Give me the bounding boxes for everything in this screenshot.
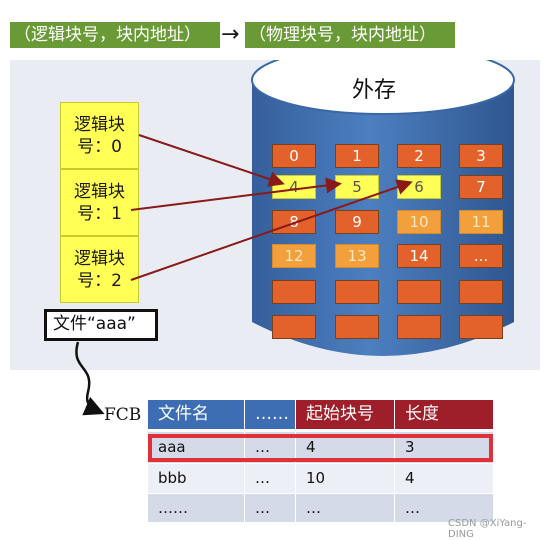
storage-block-empty <box>335 315 379 339</box>
fcb-row0-start-block: 4 <box>306 438 316 456</box>
storage-block-empty <box>272 315 316 339</box>
fcb-row1-filename: bbb <box>158 469 187 487</box>
storage-block-empty <box>459 280 503 304</box>
storage-block-empty <box>335 280 379 304</box>
storage-block-3: 3 <box>459 144 503 168</box>
storage-title: 外存 <box>352 78 397 103</box>
logical-block-line2: 号：1 <box>77 204 122 224</box>
arrow-block1-to-5 <box>130 177 342 211</box>
fcb-header-length: 长度 <box>395 400 493 429</box>
header-physical-text: （物理块号，块内地址） <box>249 25 436 45</box>
fcb-row1-length: 4 <box>405 469 415 487</box>
fcb-column-divider <box>244 432 245 522</box>
header-logical-text: （逻辑块号，块内地址） <box>14 25 201 45</box>
storage-block-empty <box>397 315 441 339</box>
fcb-column-divider <box>295 432 296 522</box>
logical-block-line1: 逻辑块 <box>74 115 125 135</box>
watermark: CSDN @XiYang-DING <box>448 518 527 540</box>
fcb-label: FCB <box>104 405 142 425</box>
storage-block-12: 12 <box>272 244 316 268</box>
fcb-row2-filename: …… <box>158 499 188 517</box>
storage-block-0: 0 <box>272 144 316 168</box>
fcb-header-ellipsis: …… <box>245 400 295 429</box>
header-physical-address: （物理块号，块内地址） <box>245 22 455 48</box>
fcb-row1-ellipsis: … <box>255 469 270 487</box>
storage-block-1: 1 <box>335 144 379 168</box>
fcb-header-filename: 文件名 <box>148 400 244 429</box>
logical-block-line2: 号：2 <box>77 271 122 291</box>
storage-block-7: 7 <box>459 175 503 199</box>
storage-block-10: 10 <box>397 210 441 234</box>
storage-block-11: 11 <box>459 210 503 234</box>
storage-block-2: 2 <box>397 144 441 168</box>
fcb-row0-ellipsis: … <box>255 438 270 456</box>
fcb-row2-start-block: … <box>306 499 321 517</box>
logical-block-2: 逻辑块 号：2 <box>60 236 139 303</box>
fcb-row1-start-block: 10 <box>306 469 326 487</box>
logical-block-0: 逻辑块 号：0 <box>60 102 139 169</box>
fcb-column-divider <box>394 432 395 522</box>
storage-block-9: 9 <box>335 210 379 234</box>
storage-block-...: ... <box>459 244 503 268</box>
fcb-row-bg <box>148 494 493 522</box>
logical-block-line1: 逻辑块 <box>74 249 125 269</box>
fcb-row0-length: 3 <box>405 438 415 456</box>
fcb-header-start-block: 起始块号 <box>296 400 394 429</box>
arrow-block0-to-4 <box>138 134 285 187</box>
fcb-row2-length: … <box>405 499 420 517</box>
fcb-row2-ellipsis: … <box>255 499 270 517</box>
storage-cylinder <box>251 60 515 356</box>
header-logical-address: （逻辑块号，块内地址） <box>10 22 220 48</box>
fcb-row0-filename: aaa <box>158 438 186 456</box>
file-label: 文件“aaa” <box>44 309 158 341</box>
storage-block-empty <box>397 280 441 304</box>
header-arrow-icon: → <box>221 22 240 47</box>
logical-block-1: 逻辑块 号：1 <box>60 169 139 236</box>
logical-block-line1: 逻辑块 <box>74 182 125 202</box>
storage-block-empty <box>459 315 503 339</box>
fcb-selected-row-highlight <box>148 434 493 462</box>
storage-block-8: 8 <box>272 210 316 234</box>
storage-block-13: 13 <box>335 244 379 268</box>
arrow-block2-to-6 <box>130 179 413 281</box>
arrow-file-to-fcb <box>75 341 105 416</box>
storage-block-empty <box>272 280 316 304</box>
logical-block-line2: 号：0 <box>77 137 122 157</box>
fcb-row-bg <box>148 464 493 493</box>
storage-block-14: 14 <box>397 244 441 268</box>
